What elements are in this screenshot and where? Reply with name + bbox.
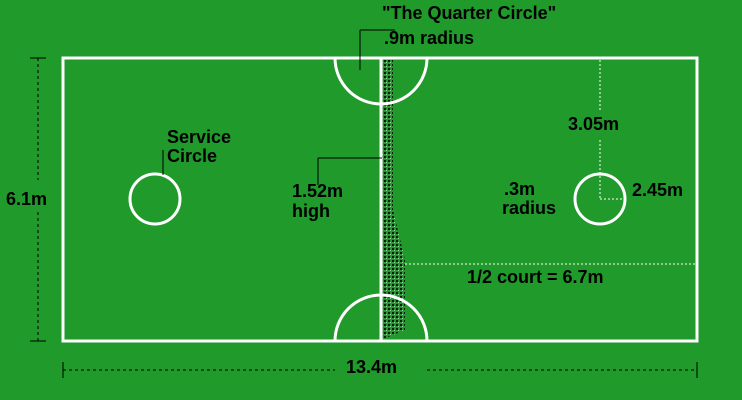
dimension-lines (37, 58, 697, 371)
net-height-label-line2: high (292, 201, 330, 221)
centre-to-baseline-label: 3.05m (568, 114, 620, 134)
circle-radius-label-line2: radius (502, 198, 557, 218)
quarter-circle-top (333, 57, 429, 106)
quarter-circle-radius-label: .9m radius (384, 28, 475, 48)
net-height-label-line1: 1.52m (292, 181, 344, 201)
half-court-label: 1/2 court = 6.7m (467, 267, 604, 287)
service-circle-label-line2: Circle (167, 146, 218, 166)
net-mesh (381, 60, 405, 340)
leader-lines (162, 29, 395, 185)
right-half-dimension-lines (405, 57, 698, 265)
service-circle-label-line1: Service (167, 127, 232, 147)
court-width-label: 6.1m (6, 189, 48, 209)
quarter-circle-bottom (333, 293, 429, 342)
court-length-label: 13.4m (346, 357, 398, 377)
quarter-circle-title: "The Quarter Circle" (382, 3, 557, 23)
centre-to-sideline-label: 2.45m (632, 180, 684, 200)
service-circle-left (128, 172, 182, 226)
circle-radius-label-line1: .3m (504, 179, 536, 199)
dimension-ticks (30, 57, 698, 378)
